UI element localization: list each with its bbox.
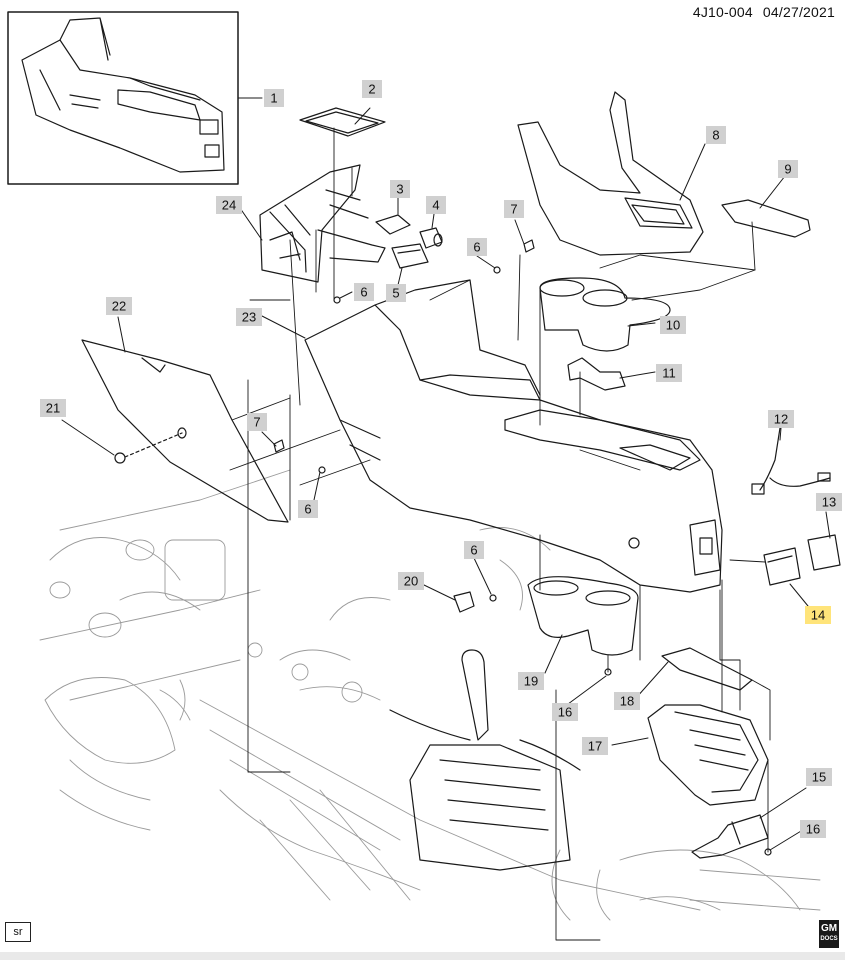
svg-text:4: 4 xyxy=(432,198,439,213)
svg-text:18: 18 xyxy=(620,694,634,709)
part-15-bracket xyxy=(691,814,769,859)
callout-8: 8 xyxy=(706,126,726,144)
gm-logo-subtext: DOCS xyxy=(820,936,838,942)
gm-logo: GM DOCS xyxy=(819,920,839,948)
svg-text:6: 6 xyxy=(360,285,367,300)
part-5-module xyxy=(391,243,429,269)
svg-text:2: 2 xyxy=(368,82,375,97)
callout-11: 11 xyxy=(656,364,682,382)
callout-16-b: 16 xyxy=(800,820,826,838)
part-17-storage-bin xyxy=(647,704,769,806)
part-22-side-panel xyxy=(81,339,289,523)
callout-labels: 1 2 3 4 5 6 6 6 6 7 7 8 9 10 11 12 13 14… xyxy=(40,80,842,838)
callout-10: 10 xyxy=(660,316,686,334)
svg-text:19: 19 xyxy=(524,674,538,689)
callout-6-d: 6 xyxy=(464,541,484,559)
svg-text:15: 15 xyxy=(812,770,826,785)
svg-text:22: 22 xyxy=(112,299,126,314)
part-21-fastener xyxy=(114,432,183,464)
svg-text:7: 7 xyxy=(253,415,260,430)
svg-text:17: 17 xyxy=(588,739,602,754)
vehicle-floor-background xyxy=(39,469,821,921)
document-header: 4J10-004 04/27/2021 xyxy=(687,4,835,20)
assembly-overview-inset xyxy=(7,11,239,185)
callout-19: 19 xyxy=(518,672,544,690)
svg-text:12: 12 xyxy=(774,412,788,427)
callout-9: 9 xyxy=(778,160,798,178)
svg-text:24: 24 xyxy=(222,198,236,213)
part-20-clip xyxy=(453,591,475,613)
fastener-screws xyxy=(273,239,772,856)
document-date: 04/27/2021 xyxy=(762,4,835,20)
callout-7-b: 7 xyxy=(247,413,267,431)
part-13-usb-port xyxy=(807,534,841,571)
part-24-bracket xyxy=(259,164,386,283)
callout-4: 4 xyxy=(426,196,446,214)
callout-20: 20 xyxy=(398,572,424,590)
svg-text:6: 6 xyxy=(304,502,311,517)
shifter-assembly xyxy=(389,649,581,871)
callout-23: 23 xyxy=(236,308,262,326)
svg-text:21: 21 xyxy=(46,401,60,416)
part-11-bracket xyxy=(567,357,626,391)
svg-text:16: 16 xyxy=(806,822,820,837)
svg-text:3: 3 xyxy=(396,182,403,197)
assembly-lines xyxy=(229,127,771,941)
part-14-usb-port xyxy=(763,547,801,586)
callout-5: 5 xyxy=(386,284,406,302)
gm-logo-text: GM xyxy=(820,923,838,934)
part-23-console-body xyxy=(304,279,723,593)
callout-24: 24 xyxy=(216,196,242,214)
part-4-plug xyxy=(419,227,443,249)
svg-text:8: 8 xyxy=(712,128,719,143)
callout-3: 3 xyxy=(390,180,410,198)
svg-text:13: 13 xyxy=(822,495,836,510)
part-8-trim-plate xyxy=(517,91,704,256)
svg-text:5: 5 xyxy=(392,286,399,301)
svg-text:10: 10 xyxy=(666,318,680,333)
svg-text:23: 23 xyxy=(242,310,256,325)
callout-12: 12 xyxy=(768,410,794,428)
callout-6-b: 6 xyxy=(467,238,487,256)
part-9-insert xyxy=(721,199,811,238)
callout-7-a: 7 xyxy=(504,200,524,218)
callout-16-a: 16 xyxy=(552,703,578,721)
callout-2: 2 xyxy=(362,80,382,98)
part-12-wire-harness xyxy=(751,427,831,495)
svg-text:20: 20 xyxy=(404,574,418,589)
svg-text:14: 14 xyxy=(811,608,825,623)
callout-15: 15 xyxy=(806,768,832,786)
callout-6-c: 6 xyxy=(298,500,318,518)
part-19-rear-cupholder xyxy=(527,576,639,656)
view-tag: sr xyxy=(5,922,31,942)
callout-18: 18 xyxy=(614,692,640,710)
svg-text:11: 11 xyxy=(662,366,676,381)
svg-text:6: 6 xyxy=(470,543,477,558)
callout-6-a: 6 xyxy=(354,283,374,301)
part-2-mat xyxy=(299,107,386,137)
callout-1: 1 xyxy=(264,89,284,107)
svg-text:7: 7 xyxy=(510,202,517,217)
document-id: 4J10-004 xyxy=(692,4,753,20)
bottom-bar xyxy=(0,952,845,960)
callout-21: 21 xyxy=(40,399,66,417)
part-3-jack xyxy=(375,214,411,235)
svg-text:1: 1 xyxy=(270,91,277,106)
svg-text:9: 9 xyxy=(784,162,791,177)
svg-text:16: 16 xyxy=(558,705,572,720)
callout-22: 22 xyxy=(106,297,132,315)
svg-text:6: 6 xyxy=(473,240,480,255)
part-18-storage-lid xyxy=(661,647,753,691)
callout-17: 17 xyxy=(582,737,608,755)
callout-13: 13 xyxy=(816,493,842,511)
callout-14-highlighted: 14 xyxy=(805,606,831,624)
part-10-cupholder xyxy=(539,277,671,352)
